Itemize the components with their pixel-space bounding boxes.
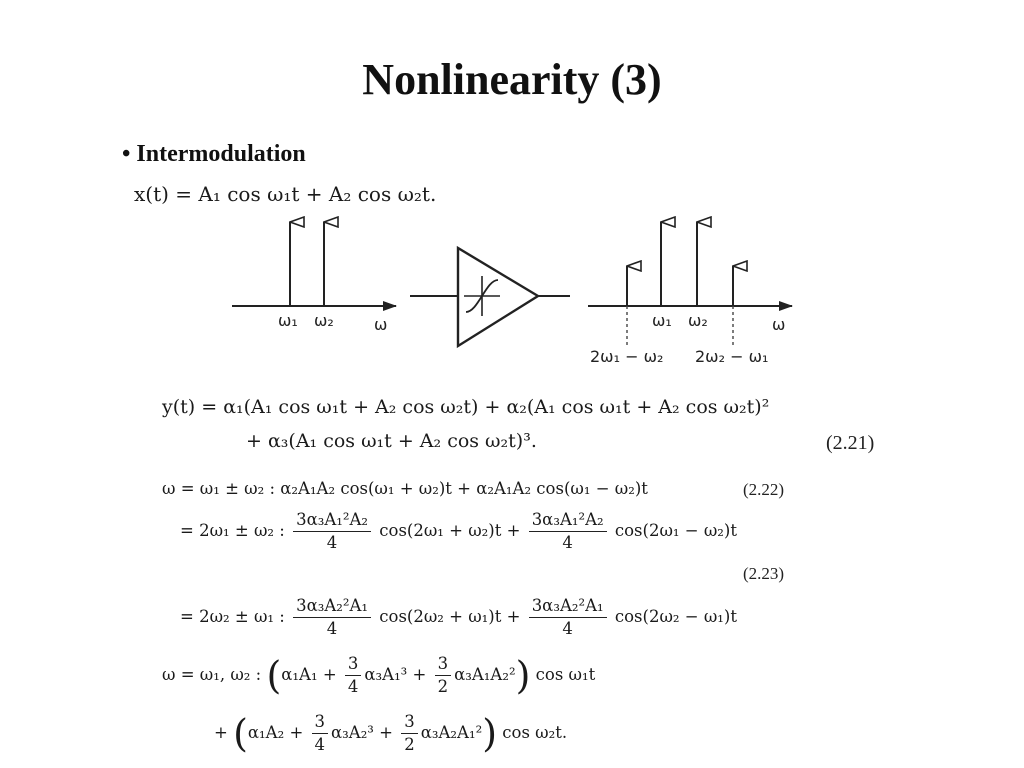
eq-2-23-line1: = 2ω₁ ± ω₂ : 3α₃A₁²A₂ 4 cos(2ω₁ + ω₂)t +… bbox=[180, 510, 737, 553]
input-axis-label: ω bbox=[374, 315, 387, 334]
eq-number-2-23: (2.23) bbox=[743, 564, 785, 583]
im-product-lower: 2ω₁ − ω₂ bbox=[590, 347, 663, 366]
bullet-intermodulation: • Intermodulation bbox=[122, 141, 306, 167]
input-equation: x(t) = A₁ cos ω₁t + A₂ cos ω₂t. bbox=[134, 182, 437, 206]
eq-2-21-line1: y(t) = α₁(A₁ cos ω₁t + A₂ cos ω₂t) + α₂(… bbox=[162, 396, 770, 418]
fraction: 3α₃A₁²A₂ 4 bbox=[528, 510, 607, 553]
eq-lhs: = 2ω₁ ± ω₂ : bbox=[180, 521, 285, 540]
page-title: Nonlinearity (3) bbox=[362, 55, 662, 104]
fraction: 3α₃A₁²A₂ 4 bbox=[293, 510, 372, 553]
input-tick-w1: ω₁ bbox=[278, 311, 298, 330]
input-tick-w2: ω₂ bbox=[314, 311, 334, 330]
output-tick-w2: ω₂ bbox=[688, 311, 708, 330]
output-tick-w1: ω₁ bbox=[652, 311, 672, 330]
fraction: 3α₃A₂²A₁ 4 bbox=[293, 596, 372, 639]
nonlinear-amplifier-icon bbox=[410, 245, 570, 349]
output-axis-label: ω bbox=[772, 315, 785, 334]
eq-number-2-22: (2.22) bbox=[743, 480, 785, 499]
eq-2-23-line2: = 2ω₂ ± ω₁ : 3α₃A₂²A₁ 4 cos(2ω₂ + ω₁)t +… bbox=[180, 596, 737, 639]
eq-2-21-line2: + α₃(A₁ cos ω₁t + A₂ cos ω₂t)³. bbox=[246, 430, 537, 452]
im-product-upper: 2ω₂ − ω₁ bbox=[695, 347, 768, 366]
fraction: 3α₃A₂²A₁ 4 bbox=[528, 596, 607, 639]
eq-lhs: = 2ω₂ ± ω₁ : bbox=[180, 607, 285, 626]
eq-2-22: ω = ω₁ ± ω₂ : α₂A₁A₂ cos(ω₁ + ω₂)t + α₂A… bbox=[162, 479, 648, 498]
eq-number-2-21: (2.21) bbox=[826, 432, 875, 454]
